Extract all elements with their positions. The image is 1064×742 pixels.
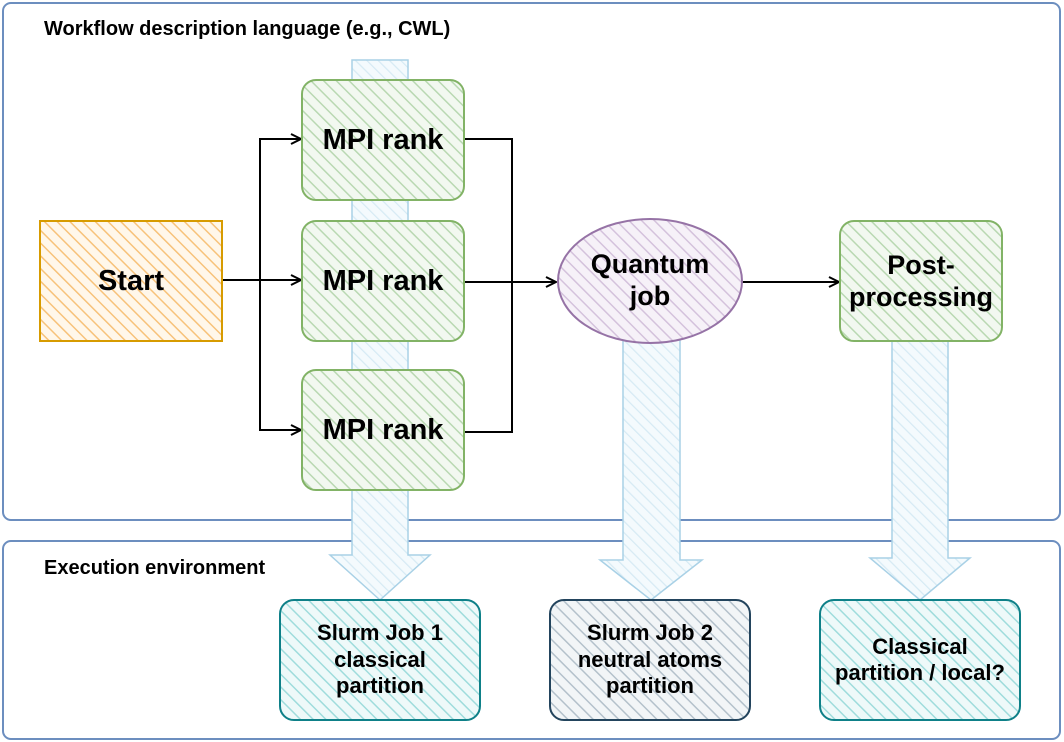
mpi-rank-label-1: MPI rank bbox=[322, 123, 444, 156]
workflow-panel bbox=[2, 2, 1061, 521]
execution-panel bbox=[2, 540, 1061, 740]
slurm-job-1-node bbox=[279, 599, 481, 721]
mpi-rank-label-2: MPI rank bbox=[322, 264, 444, 297]
mapping-arrow-quantum bbox=[597, 339, 705, 601]
classical-local-label: Classical partition / local? bbox=[835, 633, 1005, 685]
mapping-arrow-postprocessing bbox=[867, 339, 973, 601]
start-node bbox=[39, 220, 223, 342]
workflow-panel-title: Workflow description language (e.g., CWL… bbox=[44, 18, 451, 40]
classical-local-node bbox=[819, 599, 1021, 721]
post-processing-label: Post-processing bbox=[848, 249, 994, 312]
start-label: Start bbox=[97, 264, 165, 297]
post-processing-node bbox=[839, 220, 1003, 342]
mpi-rank-node-1 bbox=[301, 79, 465, 201]
execution-panel-title: Execution environment bbox=[44, 557, 266, 579]
slurm-job-2-label: Slurm Job 2 neutral atoms partition bbox=[577, 620, 723, 699]
mpi-rank-node-2 bbox=[301, 220, 465, 342]
connector-mpi-1-quantum bbox=[465, 138, 513, 280]
connector-start-mpi-1 bbox=[222, 139, 300, 281]
quantum-job-label: Quantum job bbox=[590, 248, 710, 311]
connector-mpi-3-quantum bbox=[465, 280, 513, 433]
slurm-job-2-node bbox=[549, 599, 751, 721]
quantum-job-node bbox=[557, 218, 743, 344]
mpi-rank-label-3: MPI rank bbox=[322, 413, 444, 446]
mpi-rank-node-3 bbox=[301, 369, 465, 491]
connector-start-mpi-3 bbox=[222, 279, 300, 430]
slurm-job-1-label: Slurm Job 1 classical partition bbox=[317, 620, 443, 699]
